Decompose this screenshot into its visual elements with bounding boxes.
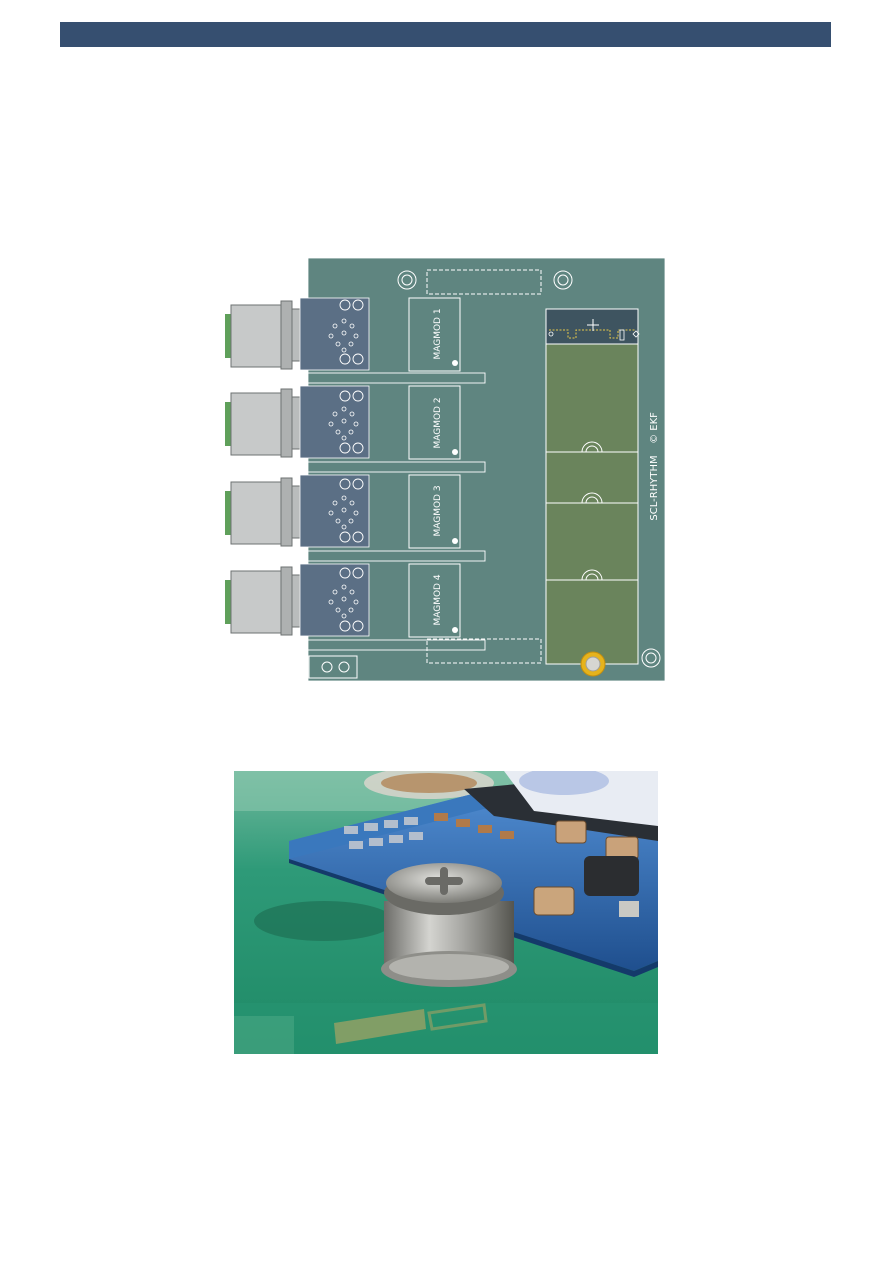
jack-row-3 (225, 474, 486, 562)
jack-row-1 (225, 297, 486, 384)
mounting-hole (553, 270, 573, 290)
magmod-4-label: MAGMOD 4 (433, 574, 443, 625)
mounting-hole (641, 648, 661, 668)
standoff-photo (234, 771, 658, 1054)
pin-header (308, 655, 358, 679)
jack-row-2 (225, 385, 486, 473)
jack-row-4 (225, 563, 486, 651)
board-layout-drawing: MAGMOD 1 MAGMOD 2 MAGMOD 3 MAGMOD 4 SCL-… (225, 257, 666, 682)
connector-outline-bottom (426, 638, 542, 664)
copyright-label: © EKF (649, 412, 660, 444)
ekf-logo-mark (334, 1003, 488, 1044)
m2-slot (545, 308, 640, 665)
connector-outline-top (426, 269, 542, 295)
magmod-3-label: MAGMOD 3 (433, 485, 443, 536)
standoff-screw (580, 651, 606, 677)
magmod-1-label: MAGMOD 1 (433, 308, 443, 359)
board-name-label: SCL-RHYTHM (649, 455, 660, 520)
page-header-bar (60, 22, 831, 47)
magmod-2-label: MAGMOD 2 (433, 397, 443, 448)
mounting-hole (397, 270, 417, 290)
